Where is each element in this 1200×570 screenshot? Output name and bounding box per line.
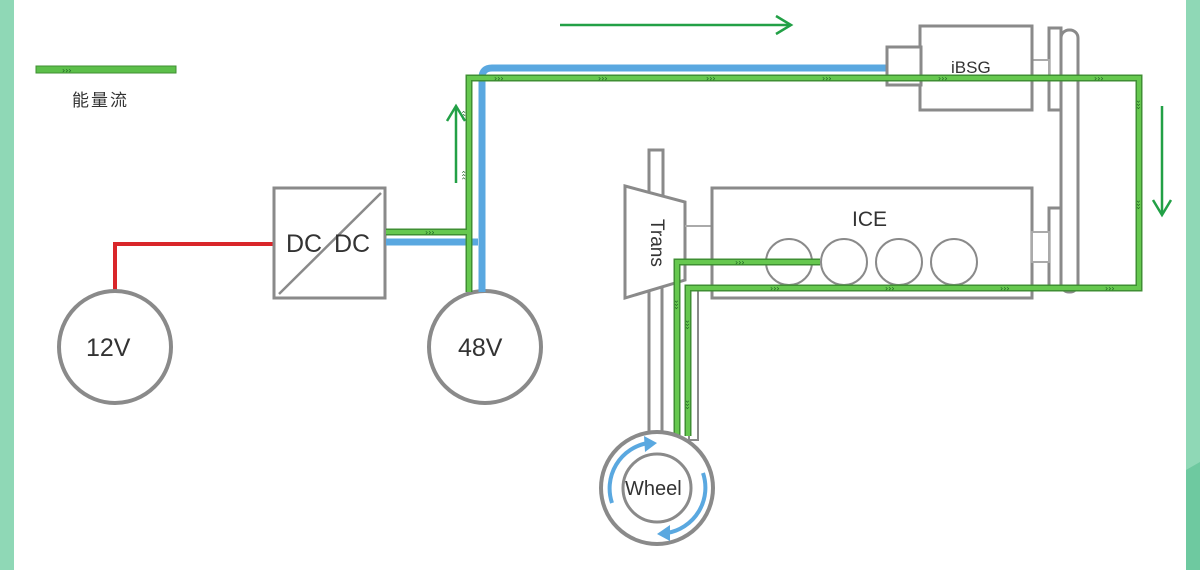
arrow-right-icon [560,14,794,36]
wire-12v [113,242,274,292]
arrow-up-icon [445,103,467,183]
energy-flow-lines [386,74,1143,436]
dcdc-right-label: DC [334,230,371,258]
transmission [623,184,687,301]
svg-text:›››: ››› [494,74,504,83]
wheel-inner [621,452,693,524]
cylinder-2 [820,238,868,286]
ice-engine [710,186,1034,300]
battery-48v-label: 48V [458,334,503,362]
legend-chevrons: ››› [62,66,72,75]
svg-text:›››: ››› [459,170,468,180]
legend-label: 能量流 [72,91,129,111]
cylinder-4 [930,238,978,286]
svg-text:›››: ››› [683,320,692,330]
svg-text:›››: ››› [683,400,692,410]
belt-pulley-top [1047,26,1063,112]
svg-text:›››: ››› [735,258,745,267]
svg-text:›››: ››› [1105,284,1115,293]
left-side-band [0,0,14,570]
flow-chevrons: ››› ››› ››› ››› ››› ››› ››› ››› ››› ››› … [425,74,1143,410]
ibsg-body [918,24,1034,112]
ibsg-label: iBSG [951,58,991,77]
svg-text:›››: ››› [938,74,948,83]
right-side-band [1186,0,1200,570]
cylinder-3 [875,238,923,286]
svg-text:›››: ››› [706,74,716,83]
belt-pulley-bottom [1047,206,1063,292]
legend: ››› [35,65,177,75]
svg-text:›››: ››› [672,300,681,310]
svg-text:›››: ››› [459,110,468,120]
right-corner-accent [1186,462,1200,570]
svg-text:›››: ››› [885,284,895,293]
pulley-shaft-bottom [1031,231,1050,263]
svg-text:›››: ››› [1134,200,1143,210]
svg-text:›››: ››› [770,284,780,293]
battery-12v [57,289,173,405]
svg-text:›››: ››› [1094,74,1104,83]
dcdc-divider [278,192,382,295]
trans-label: Trans [646,219,667,267]
arrow-down-icon [1151,106,1173,218]
legend-swatch [35,65,177,74]
ice-label: ICE [852,208,888,231]
svg-text:›››: ››› [1000,284,1010,293]
svg-text:›››: ››› [425,228,435,237]
rotate-arrows-icon [607,436,708,541]
svg-text:›››: ››› [822,74,832,83]
dcdc-left-label: DC [286,230,323,258]
wheel-label: Wheel [625,478,682,500]
svg-text:›››: ››› [598,74,608,83]
battery-12v-label: 12V [86,334,131,362]
belt [1059,28,1080,294]
svg-text:›››: ››› [1134,100,1143,110]
